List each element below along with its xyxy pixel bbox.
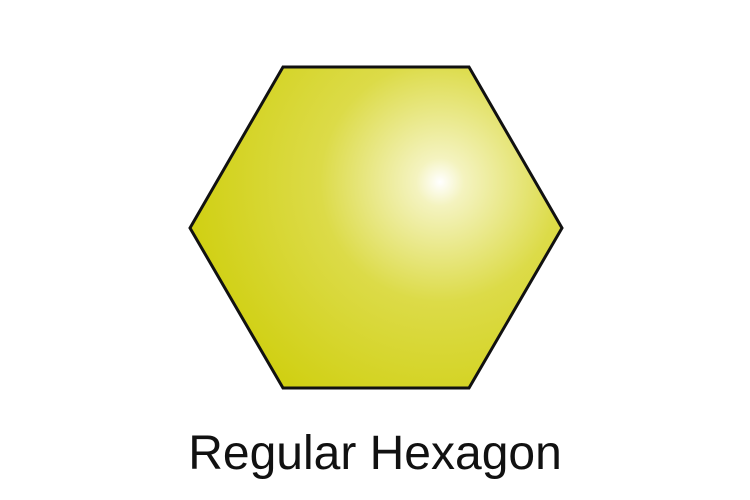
hexagon-caption: Regular Hexagon	[188, 427, 562, 480]
hexagon-figure	[188, 65, 564, 390]
regular-hexagon-shape	[188, 65, 564, 390]
